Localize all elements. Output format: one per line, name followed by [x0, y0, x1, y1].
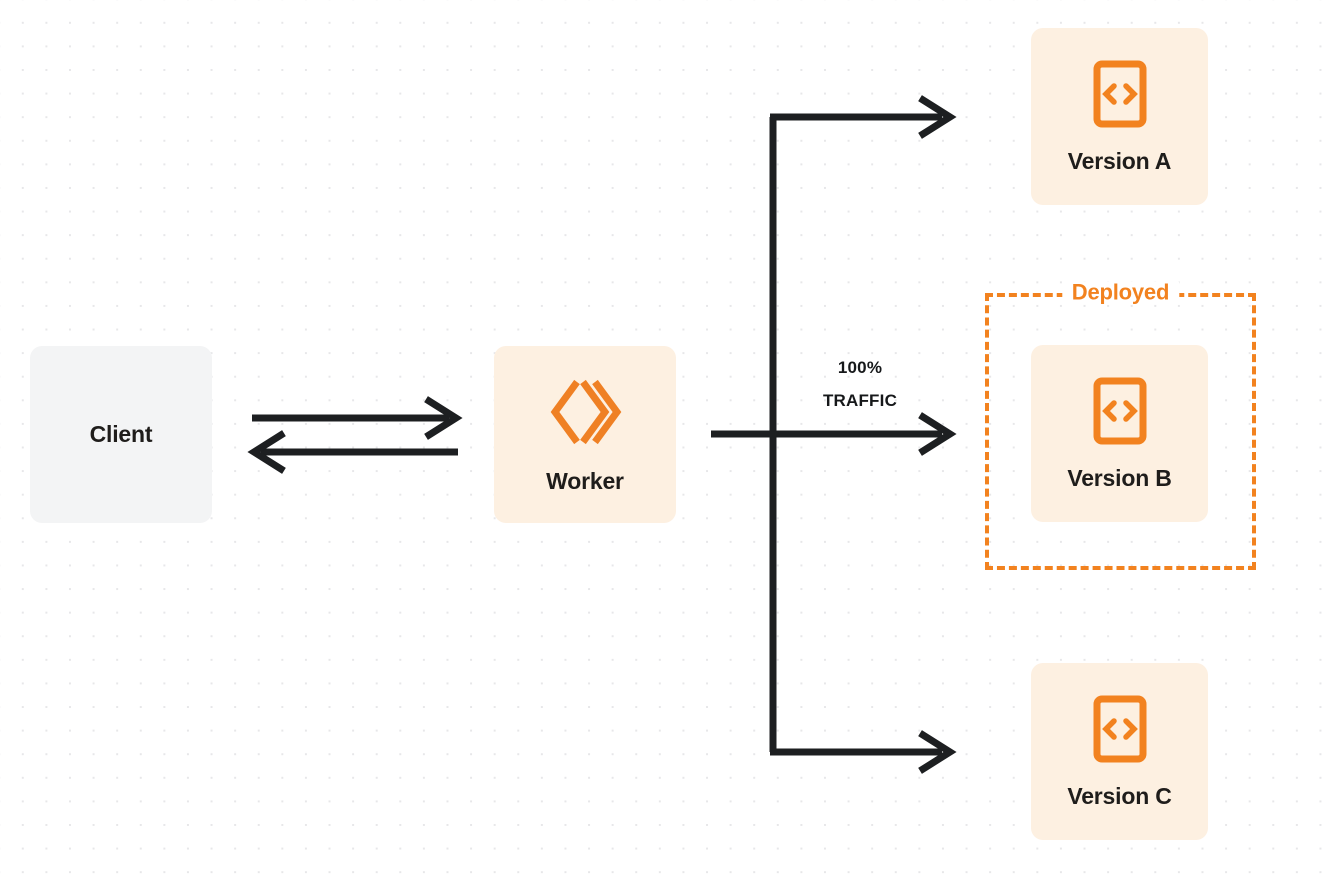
cloudflare-workers-logo-icon: [547, 374, 623, 450]
code-file-icon: [1093, 695, 1147, 763]
traffic-split-label: 100% TRAFFIC: [800, 351, 920, 417]
node-worker[interactable]: Worker: [494, 346, 676, 523]
node-client[interactable]: Client: [30, 346, 212, 523]
edge-worker-to-version-c: [770, 730, 957, 774]
edge-worker-to-version-a: [770, 95, 957, 139]
node-client-label: Client: [89, 421, 153, 447]
node-version-c[interactable]: Version C: [1031, 663, 1208, 840]
node-version-a[interactable]: Version A: [1031, 28, 1208, 205]
group-deployed-label: Deployed: [1061, 281, 1180, 304]
edge-client-to-worker: [252, 396, 463, 440]
code-file-icon: [1093, 60, 1147, 128]
node-version-a-label: Version A: [1067, 148, 1172, 174]
node-worker-label: Worker: [546, 468, 624, 494]
node-version-c-label: Version C: [1067, 783, 1172, 809]
traffic-percent: 100%: [837, 358, 883, 377]
node-version-b[interactable]: Version B: [1031, 345, 1208, 522]
node-version-b-label: Version B: [1067, 465, 1172, 491]
group-deployed: Deployed: [985, 281, 1256, 570]
traffic-word: TRAFFIC: [822, 391, 898, 410]
code-file-icon: [1093, 377, 1147, 445]
edge-worker-to-client: [247, 430, 458, 474]
edge-worker-to-version-b: [711, 412, 957, 456]
